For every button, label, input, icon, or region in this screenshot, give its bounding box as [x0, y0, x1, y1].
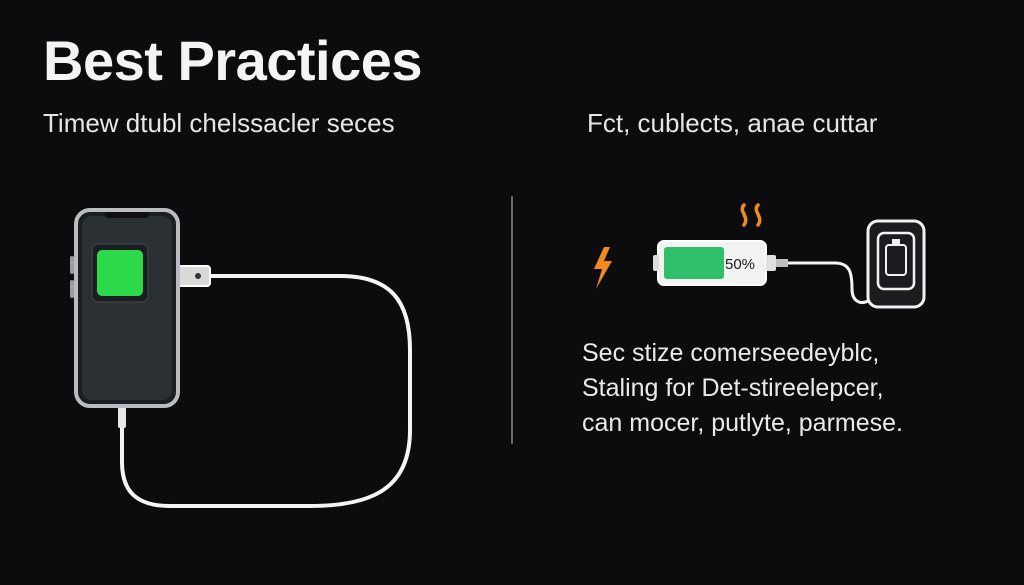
screen-app-icon [97, 250, 143, 296]
cable-connector-icon [177, 265, 211, 287]
lightning-bolt-icon [594, 247, 612, 289]
charging-cable [120, 274, 412, 508]
power-cable [788, 261, 869, 304]
subtitle-right: Fct, cublects, anae cuttar [587, 108, 878, 138]
description-line-1: Sec stize comerseedeyblc, [582, 339, 880, 367]
best-practice-description: Sec stize comerseedeyblc, Staling for De… [582, 336, 903, 441]
heat-waves-icon [740, 203, 762, 227]
battery-fill [664, 247, 724, 279]
power-bank-icon [866, 219, 926, 309]
description-line-3: can mocer, putlyte, parmese. [582, 409, 903, 437]
battery-icon: 50% [653, 240, 788, 286]
subtitle-left: Timew dtubl chelssacler seces [43, 108, 395, 138]
battery-charging-illustration: 50% [580, 195, 940, 320]
phone-cable-svg [70, 208, 412, 508]
battery-percent-label: 50% [725, 256, 755, 273]
center-divider [511, 196, 513, 444]
phone-icon [70, 208, 180, 408]
phone-charging-illustration [60, 200, 420, 525]
description-line-2: Staling for Det-stireelepcer, [582, 374, 884, 402]
page-title: Best Practices [43, 29, 423, 92]
